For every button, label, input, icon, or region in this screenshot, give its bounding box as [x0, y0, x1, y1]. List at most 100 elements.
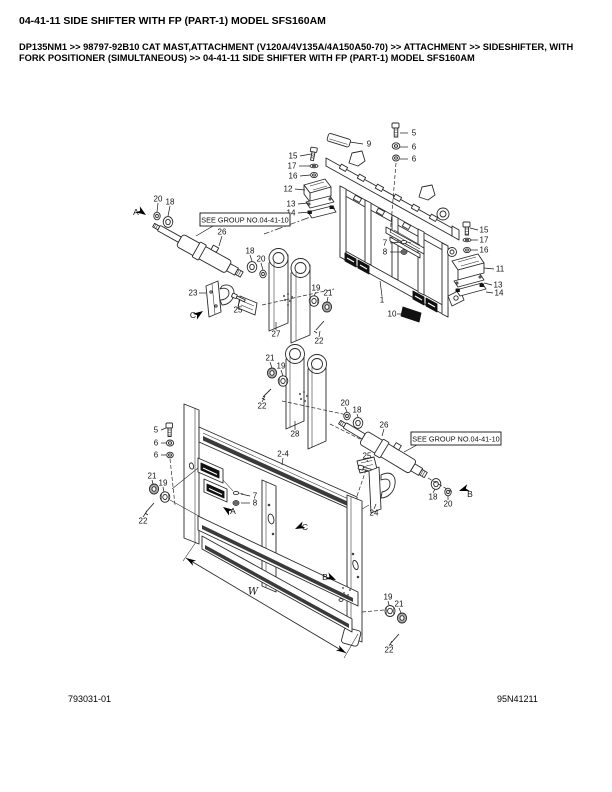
view-letter: B	[322, 572, 328, 582]
page-title: 04-41-11 SIDE SHIFTER WITH FP (PART-1) M…	[19, 15, 326, 27]
leader-line	[432, 488, 436, 494]
leader-line	[156, 202, 159, 213]
part-callout: 6	[154, 451, 159, 460]
part-callout: 2-4	[277, 450, 289, 459]
leader-line	[297, 211, 311, 214]
part-callout: 17	[288, 162, 297, 171]
leader-line	[403, 444, 418, 453]
leader-line	[313, 291, 317, 297]
leader-line	[379, 280, 383, 297]
leader-line	[281, 457, 284, 466]
leader-line	[195, 225, 214, 237]
part-callout: 26	[380, 421, 389, 430]
part-callout: 19	[277, 362, 286, 371]
leader-line	[389, 241, 402, 244]
view-arrow-icon	[135, 206, 146, 215]
breadcrumb: DP135NM1 >> 98797-92B10 CAT MAST,ATTACHM…	[19, 42, 574, 63]
part-callout: 18	[246, 247, 255, 256]
leader-line	[349, 141, 364, 145]
part-callout: 6	[412, 155, 417, 164]
middle-parts	[261, 344, 453, 516]
leader-line	[483, 267, 495, 270]
leader-line	[297, 202, 309, 205]
leader-line	[151, 479, 154, 485]
leader-line	[356, 413, 359, 418]
part-callout: 9	[367, 140, 372, 149]
part-callout: 8	[383, 248, 388, 257]
part-callout: 7	[383, 239, 388, 248]
part-callout: 21	[266, 354, 275, 363]
part-callout: 19	[159, 479, 168, 488]
part-callout: 13	[494, 281, 503, 290]
leader-line	[344, 406, 348, 413]
part-callout: 18	[353, 406, 362, 415]
leader-line	[366, 459, 369, 463]
leader-line	[381, 428, 385, 437]
leader-line	[318, 330, 321, 338]
part-callout: 23	[189, 289, 198, 298]
part-callout: 20	[257, 255, 266, 264]
page-code: 95N41211	[497, 694, 538, 704]
leader-line	[280, 369, 284, 377]
part-callout: 15	[480, 226, 489, 235]
part-callout: 12	[284, 185, 293, 194]
view-arrow-icon	[295, 521, 306, 529]
part-callout: 20	[444, 500, 453, 509]
see-group-box	[410, 431, 502, 446]
part-callout: 8	[253, 499, 258, 508]
part-callout: 21	[395, 600, 404, 609]
leader-line	[260, 262, 264, 271]
leader-line	[299, 153, 312, 157]
leader-line	[240, 493, 251, 497]
part-callout: 16	[289, 172, 298, 181]
view-letter: B	[467, 489, 473, 499]
leader-line	[167, 205, 171, 217]
part-callout: 20	[154, 195, 163, 204]
fork-hanger-plates-27	[268, 248, 311, 344]
part-callout: 21	[324, 289, 333, 298]
fork-positioner-cylinder	[338, 419, 428, 479]
part-callout: 15	[289, 152, 298, 161]
part-callout: 6	[412, 143, 417, 152]
part-callout: 27	[272, 330, 281, 339]
upper-carriage-assembly	[152, 122, 487, 344]
part-callout: 22	[315, 337, 324, 346]
leader-line	[249, 254, 253, 262]
fork-hanger-plates-28	[285, 344, 327, 450]
part-callout: 14	[495, 289, 504, 298]
part-callout: 7	[253, 492, 258, 501]
part-callout: 18	[429, 493, 438, 502]
leader-line	[469, 227, 479, 231]
hook-bracket-24	[368, 466, 396, 514]
part-callout: 22	[258, 402, 267, 411]
leader-line	[160, 427, 167, 431]
part-callout: 5	[154, 426, 159, 435]
leader-line	[237, 299, 241, 307]
leader-line	[485, 291, 494, 294]
leader-line	[218, 235, 223, 247]
view-arrow-icon	[223, 507, 234, 516]
leader-line	[483, 282, 493, 286]
part-callout: 26	[218, 228, 227, 237]
width-dimension-label: W	[248, 587, 259, 598]
part-callout: 28	[291, 430, 300, 439]
view-letter: A	[230, 506, 236, 516]
lower-carriage-frame	[144, 403, 408, 659]
part-callout: 25	[363, 452, 372, 461]
view-letter: C	[190, 310, 196, 320]
pad-10	[400, 306, 422, 323]
part-callout: 13	[287, 200, 296, 209]
part-callout: 22	[139, 517, 148, 526]
part-callout: 17	[480, 236, 489, 245]
see-group-box	[199, 212, 291, 227]
part-callout: 22	[385, 646, 394, 655]
drawing-number: 793031-01	[68, 694, 112, 704]
part-callout: 14	[287, 209, 296, 218]
view-letter: C	[302, 522, 308, 532]
leader-line	[398, 607, 402, 614]
part-callout: 10	[388, 310, 397, 319]
leader-line	[261, 395, 266, 403]
leader-line	[388, 640, 393, 647]
